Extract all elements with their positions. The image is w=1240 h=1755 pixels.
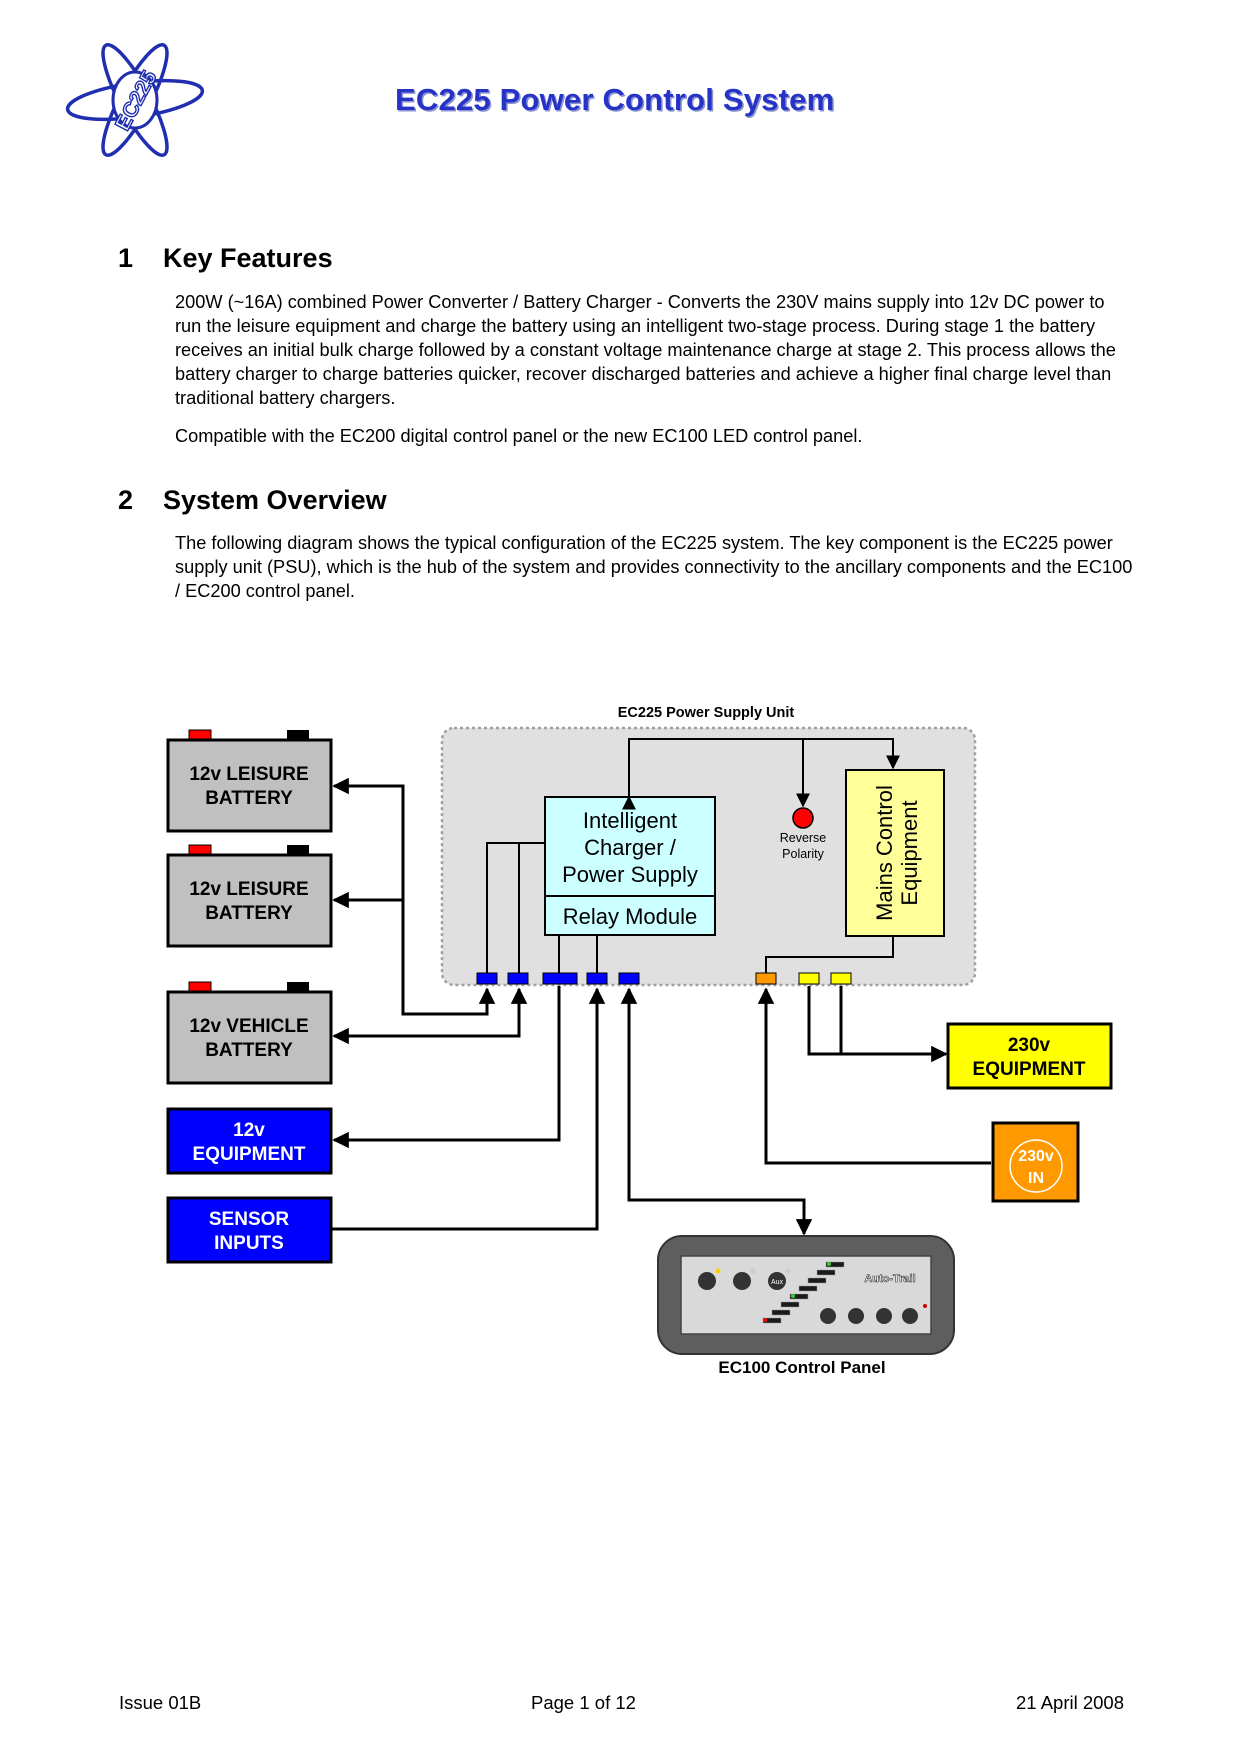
panel-caption: EC100 Control Panel xyxy=(718,1358,885,1377)
section-1-heading: 1 Key Features xyxy=(118,243,333,274)
document-title: EC225 Power Control System xyxy=(395,82,835,117)
footer-date: 21 April 2008 xyxy=(1016,1692,1125,1713)
panel-button-icon xyxy=(902,1308,918,1324)
reverse-polarity-label-line2: Polarity xyxy=(782,847,824,861)
box-label-line1: 230v xyxy=(1008,1035,1051,1056)
battery-label-line2: BATTERY xyxy=(205,1040,293,1061)
input-230v-box: 230v IN xyxy=(991,1121,1080,1203)
reverse-polarity-indicator: Reverse Polarity xyxy=(780,807,827,861)
paragraph: The following diagram shows the typical … xyxy=(175,533,1133,601)
aux-button xyxy=(768,1272,786,1290)
equipment-230v-box: 230v EQUIPMENT xyxy=(946,1022,1113,1090)
internal-wiring xyxy=(486,738,900,973)
input-label-line2: IN xyxy=(1028,1170,1044,1187)
charger-label-line2: Charger / xyxy=(584,835,677,860)
psu-title: EC225 Power Supply Unit xyxy=(618,705,795,721)
box-label-line2: EQUIPMENT xyxy=(973,1059,1086,1080)
relay-module-label: Relay Module xyxy=(563,904,698,929)
paragraph: 200W (~16A) combined Power Converter / B… xyxy=(175,292,1116,408)
footer-page-number: Page 1 of 12 xyxy=(531,1692,636,1713)
section-number: 2 xyxy=(118,485,134,515)
power-button-icon xyxy=(698,1272,716,1290)
box-label-line2: INPUTS xyxy=(214,1233,284,1254)
panel-button-icon xyxy=(820,1308,836,1324)
equipment-12v-box: 12v EQUIPMENT xyxy=(166,1107,333,1175)
section-title: System Overview xyxy=(163,485,387,515)
pump-button-icon xyxy=(733,1272,751,1290)
input-label-line1: 230v xyxy=(1018,1148,1054,1165)
ec225-logo: EC225 xyxy=(65,43,205,157)
intelligent-charger-box: Intelligent Charger / Power Supply Relay… xyxy=(544,796,716,936)
box-label-line2: EQUIPMENT xyxy=(193,1144,306,1165)
battery-label-line2: BATTERY xyxy=(205,788,293,809)
panel-brand-logo: Auto-Trail xyxy=(864,1273,915,1285)
sensor-inputs-box: SENSOR INPUTS xyxy=(166,1196,333,1264)
reverse-polarity-label-line1: Reverse xyxy=(780,831,827,845)
battery-label-line1: 12v LEISURE xyxy=(189,764,308,785)
level-led-bars xyxy=(762,1261,845,1324)
charger-label-line3: Power Supply xyxy=(562,862,698,887)
box-label-line1: 12v xyxy=(233,1120,265,1141)
panel-button-icon xyxy=(876,1308,892,1324)
charger-label-line1: Intelligent xyxy=(583,808,677,833)
mains-control-label-line1: Mains Control xyxy=(872,785,897,921)
battery-label-line1: 12v LEISURE xyxy=(189,879,308,900)
aux-label: Aux xyxy=(771,1279,784,1286)
paragraph: Compatible with the EC200 digital contro… xyxy=(175,426,863,446)
section-number: 1 xyxy=(118,243,134,273)
vehicle-battery: 12v VEHICLE BATTERY xyxy=(166,981,333,1085)
battery-label-line1: 12v VEHICLE xyxy=(189,1016,308,1037)
leisure-battery-1: 12v LEISURE BATTERY xyxy=(166,729,333,833)
section-title: Key Features xyxy=(163,243,333,273)
panel-button-icon xyxy=(848,1308,864,1324)
battery-label-line2: BATTERY xyxy=(205,903,293,924)
ec100-control-panel: Aux Auto-Trail xyxy=(657,1235,955,1355)
mains-control-box: Mains Control Equipment xyxy=(845,769,945,937)
external-wiring xyxy=(331,777,991,1236)
footer-issue: Issue 01B xyxy=(119,1692,202,1713)
system-overview-diagram: EC225 Power Supply Unit 12v LEISURE BATT… xyxy=(166,705,1113,1377)
box-label-line1: SENSOR xyxy=(209,1209,290,1230)
leisure-battery-2: 12v LEISURE BATTERY xyxy=(166,844,333,948)
mains-control-label-line2: Equipment xyxy=(897,800,922,905)
section-2-heading: 2 System Overview xyxy=(118,485,387,516)
